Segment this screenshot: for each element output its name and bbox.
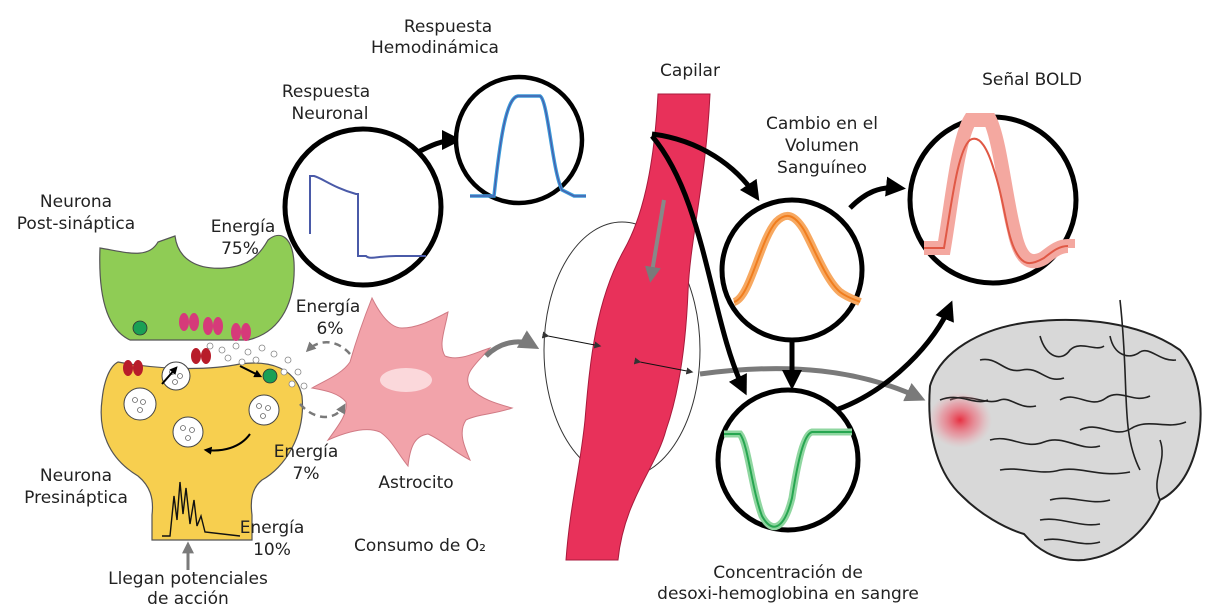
hemodynamic-response-circle	[456, 77, 586, 203]
energy-75-label-line1: Energía	[211, 217, 276, 237]
activation-spot	[928, 392, 992, 448]
astrocyte-label: Astrocito	[378, 473, 453, 493]
action-potentials-label-line1: Llegan potenciales	[108, 569, 268, 589]
volume-change-label-line3: Sanguíneo	[777, 158, 867, 178]
action-potentials-label-line2: de acción	[147, 589, 229, 606]
deoxy-label-line2: desoxi-hemoglobina en sangre	[657, 584, 919, 604]
deoxy-label-line1: Concentración de	[713, 563, 863, 583]
hemodynamic-label-line1: Respuesta	[404, 17, 492, 37]
post-synaptic-label-line2: Post-sináptica	[17, 214, 135, 234]
bold-signal-circle	[910, 117, 1076, 283]
capillary-label: Capilar	[660, 61, 720, 81]
pre-synaptic-label-line2: Presináptica	[24, 488, 128, 508]
energy-10-label-line1: Energía	[240, 518, 305, 538]
volume-change-label-line1: Cambio en el	[766, 114, 878, 134]
neuronal-response-label-line2: Neuronal	[292, 104, 369, 124]
bold-signal-label: Señal BOLD	[982, 70, 1082, 90]
pre-synaptic-neuron	[101, 362, 302, 540]
deoxyhemoglobin-circle	[718, 390, 858, 530]
energy-7-label-line1: Energía	[274, 442, 339, 462]
energy-6-label-line1: Energía	[296, 297, 361, 317]
neuronal-response-circle	[285, 129, 441, 285]
pre-synaptic-label-line1: Neurona	[40, 466, 112, 486]
neuronal-response-label-line1: Respuesta	[282, 82, 370, 102]
post-synaptic-label-line1: Neurona	[40, 192, 112, 212]
brain	[928, 300, 1201, 560]
o2-consumption-label: Consumo de O₂	[354, 536, 486, 556]
energy-7-label-line2: 7%	[293, 464, 320, 484]
energy-75-label-line2: 75%	[221, 239, 259, 259]
energy-6-label-line2: 6%	[317, 319, 344, 339]
volume-change-label-line2: Volumen	[785, 136, 859, 156]
hemodynamic-label-line2: Hemodinámica	[371, 38, 499, 58]
energy-10-label-line2: 10%	[253, 540, 291, 560]
volume-change-circle	[722, 200, 862, 340]
